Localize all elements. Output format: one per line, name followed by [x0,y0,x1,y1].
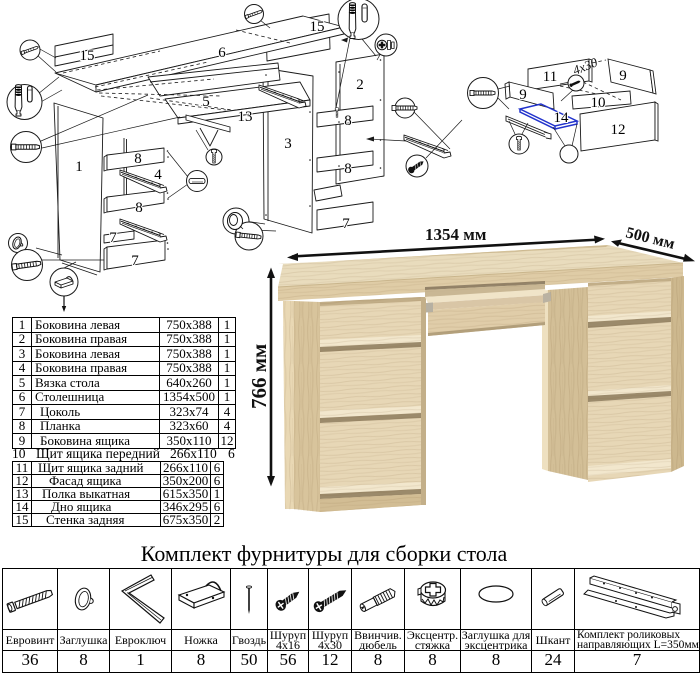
svg-text:12: 12 [611,122,626,138]
svg-text:7: 7 [342,216,350,232]
svg-text:2: 2 [356,77,364,93]
svg-text:3: 3 [284,136,292,152]
svg-text:11: 11 [543,69,557,85]
svg-text:5: 5 [202,94,210,110]
svg-text:7: 7 [109,230,117,246]
svg-text:15: 15 [80,48,95,64]
svg-text:14: 14 [554,110,570,126]
svg-text:15: 15 [310,19,325,35]
svg-text:9: 9 [619,68,627,84]
svg-text:1: 1 [75,159,83,175]
svg-text:8: 8 [344,161,352,177]
svg-text:8: 8 [135,200,143,216]
svg-text:766 мм: 766 мм [247,344,271,409]
svg-text:8: 8 [134,151,142,167]
svg-text:7: 7 [131,253,139,269]
svg-text:8: 8 [344,113,352,129]
svg-text:4: 4 [154,167,162,183]
svg-text:9: 9 [519,87,527,103]
svg-text:1354 мм: 1354 мм [425,225,487,244]
svg-text:13: 13 [238,109,253,125]
svg-text:10: 10 [591,95,606,111]
svg-text:500 мм: 500 мм [624,224,677,253]
svg-text:6: 6 [218,45,226,61]
